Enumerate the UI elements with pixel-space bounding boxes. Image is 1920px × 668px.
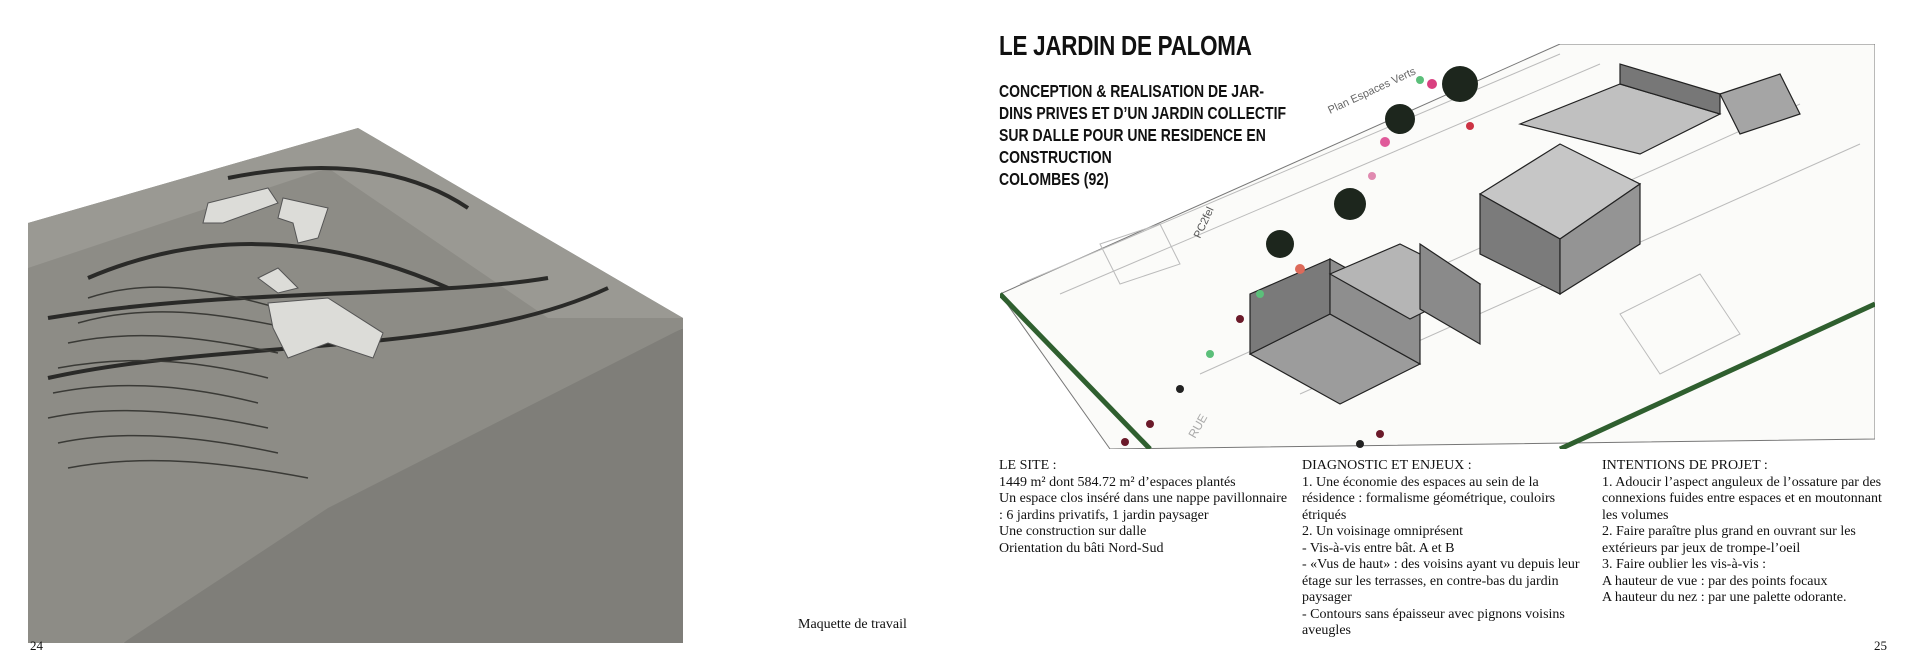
text-line: A hauteur de vue : par des points focaux — [1602, 573, 1828, 589]
text-line: étage sur les terrasses, en contre-bas d… — [1302, 573, 1559, 589]
section-heading: INTENTIONS DE PROJET : — [1602, 458, 1768, 473]
text-line: 2. Faire paraître plus grand en ouvrant … — [1602, 524, 1856, 539]
text-line: 2. Un voisinage omniprésent — [1302, 524, 1463, 539]
page-number-right: 25 — [1874, 638, 1887, 653]
text-line: Orientation du bâti Nord-Sud — [999, 540, 1164, 556]
text-line: 1. Une économie des espaces au sein de l… — [1302, 474, 1539, 490]
text-line: résidence : formalisme géométrique, coul… — [1302, 491, 1556, 506]
text-line: - Contours sans épaisseur avec pignons v… — [1302, 606, 1565, 622]
text-line: 1449 m² dont 584.72 m² d’espaces plantés — [999, 474, 1236, 490]
text-line: : 6 jardins privatifs, 1 jardin paysager — [999, 507, 1209, 523]
subtitle-line: COLOMBES (92) — [999, 169, 1109, 189]
text-line: A hauteur du nez : par une palette odora… — [1602, 590, 1847, 605]
text-line: 1. Adoucir l’aspect anguleux de l’ossatu… — [1602, 474, 1882, 490]
model-photo — [28, 128, 683, 643]
section-diagnostic: DIAGNOSTIC ET ENJEUX : 1. Une économie d… — [1302, 458, 1580, 640]
text-line: les volumes — [1602, 507, 1669, 523]
photo-caption: Maquette de travail — [798, 617, 907, 632]
section-site: LE SITE : 1449 m² dont 584.72 m² d’espac… — [999, 458, 1287, 557]
garden-plan-3d-view: Plan Espaces Verts PC2fel RUE — [1000, 44, 1875, 449]
subtitle-line: CONSTRUCTION — [999, 147, 1112, 167]
text-line: - «Vus de haut» : des voisins ayant vu d… — [1302, 557, 1580, 572]
section-heading: DIAGNOSTIC ET ENJEUX : — [1302, 458, 1472, 473]
text-line: connexions fuides entre espaces et en mo… — [1602, 491, 1882, 506]
page-number-left: 24 — [30, 638, 43, 653]
tree — [1266, 230, 1294, 258]
text-line: Un espace clos inséré dans une nappe pav… — [999, 491, 1288, 506]
page-title: LE JARDIN DE PALOMA — [999, 30, 1252, 61]
section-heading: LE SITE : — [999, 458, 1057, 473]
text-line: étriqués — [1302, 507, 1347, 523]
text-line: paysager — [1302, 590, 1352, 605]
tree — [1385, 104, 1415, 134]
text-line: Une construction sur dalle — [999, 524, 1147, 539]
tree — [1334, 188, 1366, 220]
text-line: 3. Faire oublier les vis-à-vis : — [1602, 557, 1767, 572]
subtitle-line: CONCEPTION & REALISATION DE JAR- — [999, 81, 1264, 101]
tree — [1442, 66, 1478, 102]
section-intentions: INTENTIONS DE PROJET : 1. Adoucir l’aspe… — [1602, 458, 1882, 607]
text-line: aveugles — [1302, 623, 1351, 638]
text-line: - Vis-à-vis entre bât. A et B — [1302, 540, 1455, 556]
text-line: extérieurs par jeux de trompe-l’oeil — [1602, 540, 1801, 556]
page-subtitle: CONCEPTION & REALISATION DE JAR- DINS PR… — [999, 80, 1286, 190]
subtitle-line: SUR DALLE POUR UNE RESIDENCE EN — [999, 125, 1266, 145]
subtitle-line: DINS PRIVES ET D’UN JARDIN COLLECTIF — [999, 103, 1287, 123]
